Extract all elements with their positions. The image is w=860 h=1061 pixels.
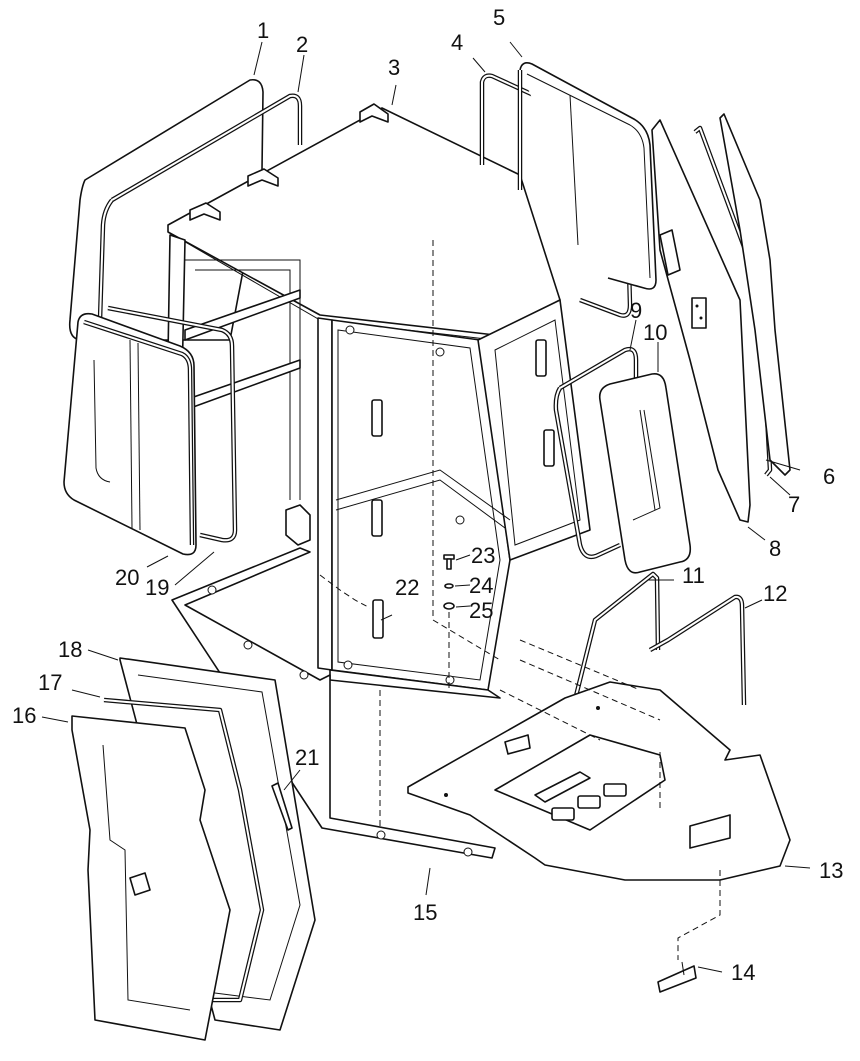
callout-17: 17 xyxy=(38,670,62,695)
part-6-glass xyxy=(719,113,791,476)
callout-9: 9 xyxy=(630,298,642,323)
callout-21: 21 xyxy=(295,745,319,770)
part-2-seal xyxy=(97,93,303,321)
callout-12: 12 xyxy=(763,581,787,606)
callout-labels: 1 2 3 4 5 6 7 8 9 10 11 12 13 14 15 16 1… xyxy=(12,5,843,985)
callout-8: 8 xyxy=(769,536,781,561)
part-21-handle xyxy=(271,782,293,831)
part-12-seal xyxy=(648,594,747,706)
callout-22: 22 xyxy=(395,575,419,600)
part-5-glass xyxy=(517,62,657,290)
callout-7: 7 xyxy=(788,492,800,517)
leader-lines xyxy=(41,41,811,973)
callout-14: 14 xyxy=(731,960,755,985)
callout-16: 16 xyxy=(12,703,36,728)
callout-19: 19 xyxy=(145,575,169,600)
callout-15: 15 xyxy=(413,900,437,925)
part-11-seal xyxy=(569,571,661,713)
part-22-hinge xyxy=(372,599,384,639)
callout-25: 25 xyxy=(469,598,493,623)
callout-18: 18 xyxy=(58,637,82,662)
callout-2: 2 xyxy=(296,32,308,57)
callout-23: 23 xyxy=(471,543,495,568)
callout-1: 1 xyxy=(257,18,269,43)
part-17-door-seal xyxy=(103,697,265,1003)
assembly-lines xyxy=(319,240,721,960)
part-16-door-panel xyxy=(71,715,231,1041)
callout-24: 24 xyxy=(469,573,493,598)
part-19-seal xyxy=(107,305,238,543)
part-23-bolt xyxy=(443,554,455,570)
callout-4: 4 xyxy=(451,30,463,55)
part-8-window-frame xyxy=(651,119,751,523)
part-9-seal xyxy=(553,346,639,560)
part-13-floor xyxy=(407,681,791,881)
callout-5: 5 xyxy=(493,5,505,30)
callout-20: 20 xyxy=(115,565,139,590)
part-20-glass xyxy=(63,312,197,556)
part-25-washer xyxy=(443,602,455,610)
part-14-clip xyxy=(657,961,697,993)
part-24-lockwasher xyxy=(444,583,454,589)
callout-11: 11 xyxy=(682,563,705,588)
callout-6: 6 xyxy=(823,464,835,489)
callout-13: 13 xyxy=(819,858,843,883)
part-1-panel xyxy=(68,78,264,341)
part-15-base-rail xyxy=(171,547,496,859)
callout-10: 10 xyxy=(643,320,667,345)
part-10-glass xyxy=(598,372,692,574)
callout-3: 3 xyxy=(388,55,400,80)
